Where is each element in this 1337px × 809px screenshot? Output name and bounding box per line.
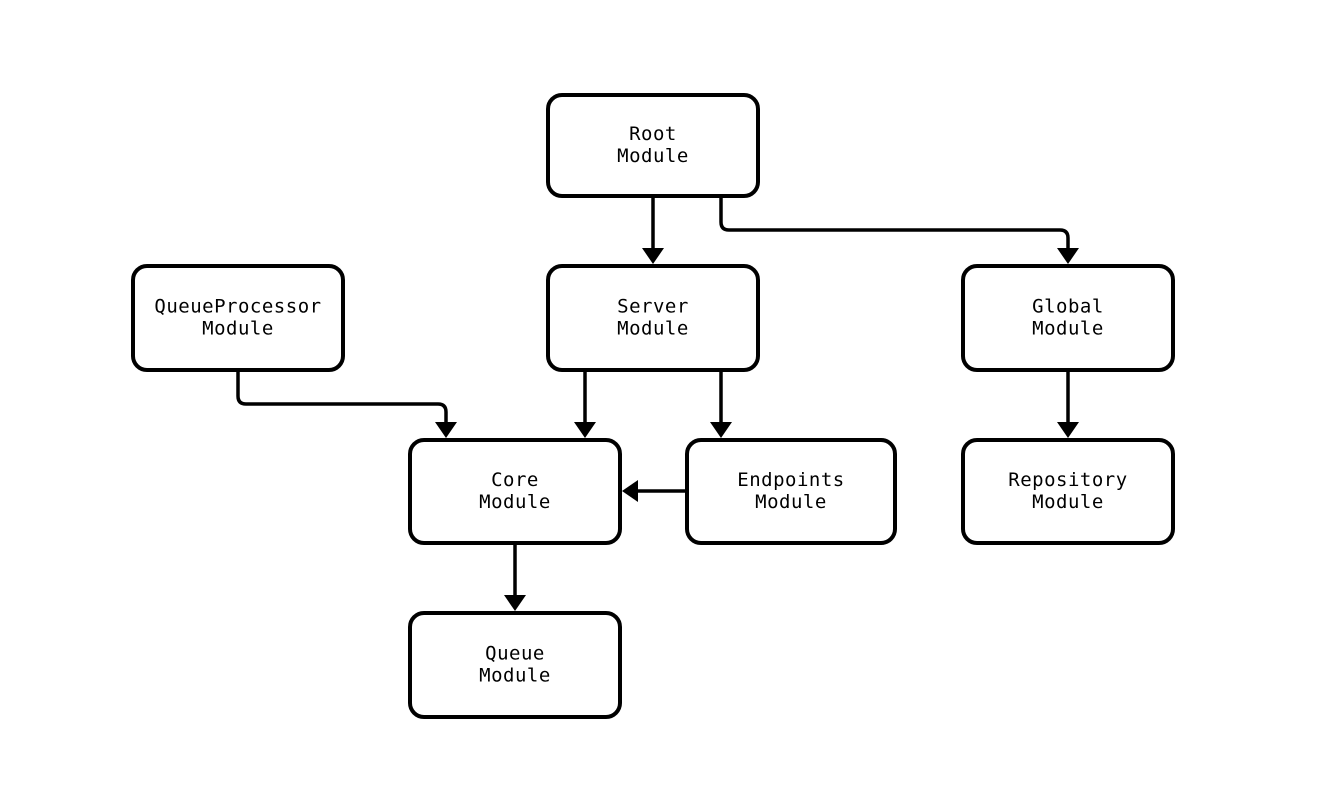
edge-root-to-global bbox=[719, 196, 1079, 264]
node-label-line2: Module bbox=[617, 318, 689, 340]
edge-server-to-endpoints bbox=[710, 370, 732, 438]
edge-layer bbox=[236, 196, 1079, 611]
node-label-line1: Server bbox=[617, 296, 689, 318]
node-label-line1: Queue bbox=[485, 643, 545, 665]
edge-server-to-core bbox=[574, 370, 596, 438]
node-label-line1: Core bbox=[491, 469, 539, 491]
edge-arrowhead bbox=[1057, 248, 1079, 264]
node-box[interactable] bbox=[408, 438, 622, 545]
node-box[interactable] bbox=[961, 438, 1175, 545]
node-layer: RootModuleQueueProcessorModuleServerModu… bbox=[131, 93, 1175, 719]
node-label-line2: Module bbox=[1032, 491, 1104, 513]
edge-arrowhead bbox=[435, 422, 457, 438]
node-label-line1: Endpoints bbox=[737, 469, 844, 491]
node-box[interactable] bbox=[546, 93, 760, 198]
edge-arrowhead bbox=[504, 595, 526, 611]
edge-line bbox=[719, 196, 1070, 250]
node-label-line2: Module bbox=[1032, 318, 1104, 340]
node-label-line2: Module bbox=[479, 665, 551, 687]
node-box[interactable] bbox=[131, 264, 345, 372]
edge-arrowhead bbox=[622, 480, 638, 502]
edge-line bbox=[236, 370, 448, 424]
node-label-line2: Module bbox=[202, 318, 274, 340]
edge-root-to-server bbox=[642, 196, 664, 264]
node-box[interactable] bbox=[546, 264, 760, 372]
node-label-line2: Module bbox=[755, 491, 827, 513]
node-label-line1: Root bbox=[629, 123, 677, 145]
node-label-line2: Module bbox=[479, 491, 551, 513]
edge-arrowhead bbox=[574, 422, 596, 438]
node-label-line1: Global bbox=[1032, 296, 1104, 318]
edge-core-to-queue bbox=[504, 543, 526, 611]
edge-global-to-repository bbox=[1057, 370, 1079, 438]
edge-arrowhead bbox=[1057, 422, 1079, 438]
edge-arrowhead bbox=[642, 248, 664, 264]
edge-arrowhead bbox=[710, 422, 732, 438]
node-box[interactable] bbox=[961, 264, 1175, 372]
node-label-line2: Module bbox=[617, 145, 689, 167]
node-label-line1: Repository bbox=[1008, 469, 1127, 491]
edge-endpoints-to-core bbox=[622, 480, 687, 502]
node-label-line1: QueueProcessor bbox=[154, 296, 321, 318]
node-box[interactable] bbox=[408, 611, 622, 719]
edge-queueprocessor-to-core bbox=[236, 370, 457, 438]
node-box[interactable] bbox=[685, 438, 897, 545]
